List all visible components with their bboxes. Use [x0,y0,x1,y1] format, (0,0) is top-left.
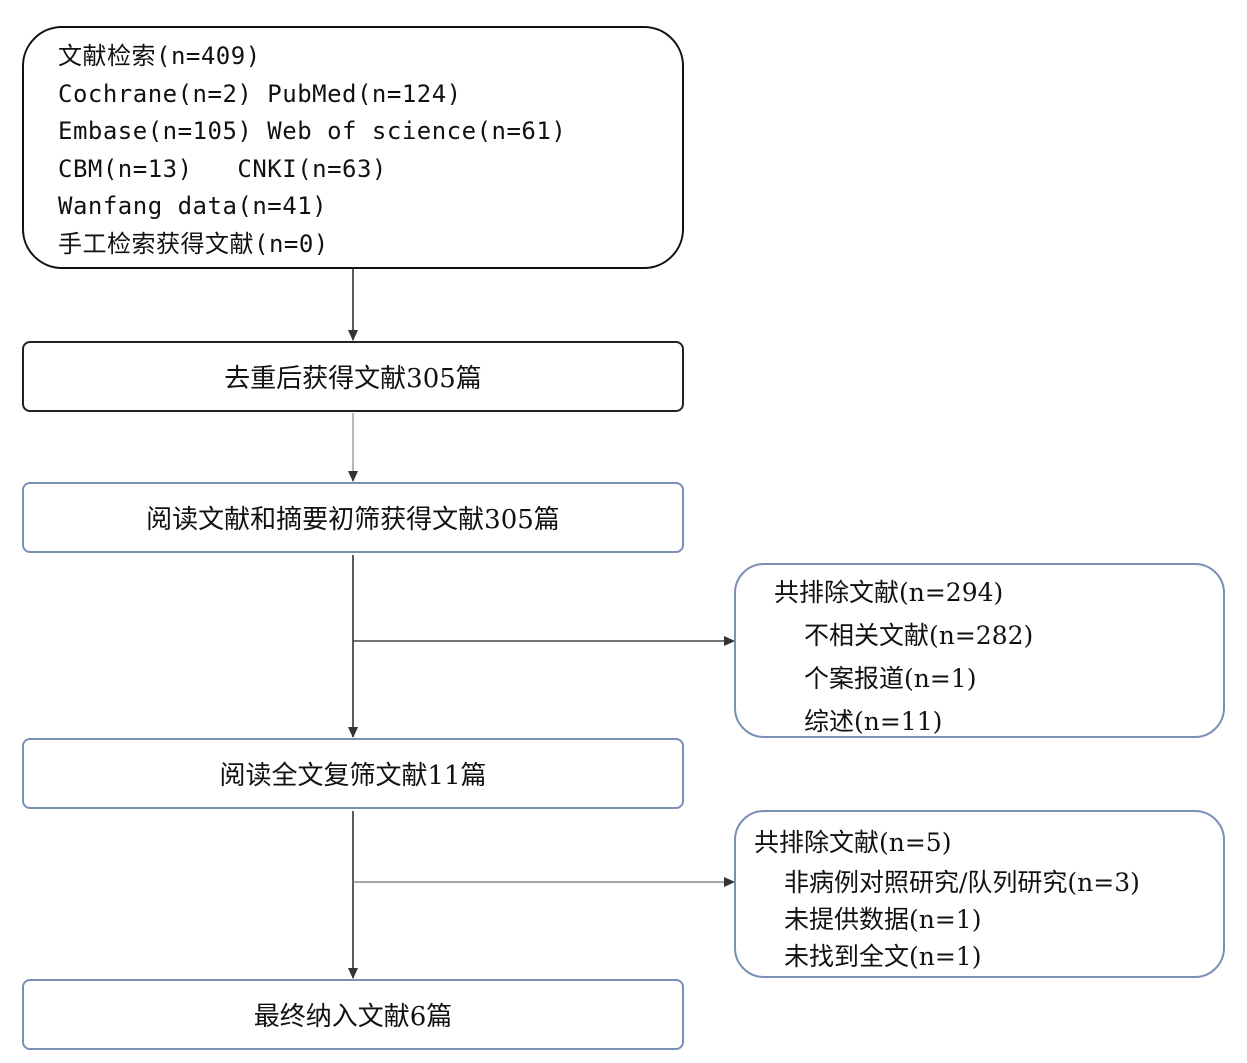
dedup-label: 去重后获得文献305篇 [224,364,482,394]
search-line-manual: 手工检索获得文献(n=0) [58,229,329,258]
exclusion2-title: 共排除文献(n=5) [754,828,952,857]
exclusion1-item: 不相关文献(n=282) [804,621,1034,650]
exclusion-box-1: 共排除文献(n=294) 不相关文献(n=282) 个案报道(n=1) 综述(n… [734,563,1225,738]
exclusion2-item: 未提供数据(n=1) [784,905,982,934]
exclusion-box-2: 共排除文献(n=5) 非病例对照研究/队列研究(n=3) 未提供数据(n=1) … [734,810,1225,978]
search-line-cbm-cnki: CBM(n=13) CNKI(n=63) [58,154,387,183]
search-line-wanfang: Wanfang data(n=41) [58,192,328,220]
dedup-box: 去重后获得文献305篇 [22,341,684,412]
exclusion1-item: 个案报道(n=1) [804,664,977,693]
search-line-embase-wos: Embase(n=105) Web of science(n=61) [58,117,567,145]
title-abstract-label: 阅读文献和摘要初筛获得文献305篇 [146,505,560,535]
search-line-cochrane-pubmed: Cochrane(n=2) PubMed(n=124) [58,79,462,108]
title-abstract-screen-box: 阅读文献和摘要初筛获得文献305篇 [22,482,684,553]
exclusion1-item: 综述(n=11) [804,707,943,736]
literature-search-box: 文献检索(n=409) Cochrane(n=2) PubMed(n=124) … [22,26,684,269]
final-included-box: 最终纳入文献6篇 [22,979,684,1050]
full-text-label: 阅读全文复筛文献11篇 [219,761,487,791]
exclusion2-item: 未找到全文(n=1) [784,942,982,971]
full-text-screen-box: 阅读全文复筛文献11篇 [22,738,684,809]
exclusion1-title: 共排除文献(n=294) [774,578,1004,607]
exclusion2-item: 非病例对照研究/队列研究(n=3) [784,868,1140,897]
final-included-label: 最终纳入文献6篇 [253,1002,453,1032]
search-line-total: 文献检索(n=409) [58,42,261,70]
